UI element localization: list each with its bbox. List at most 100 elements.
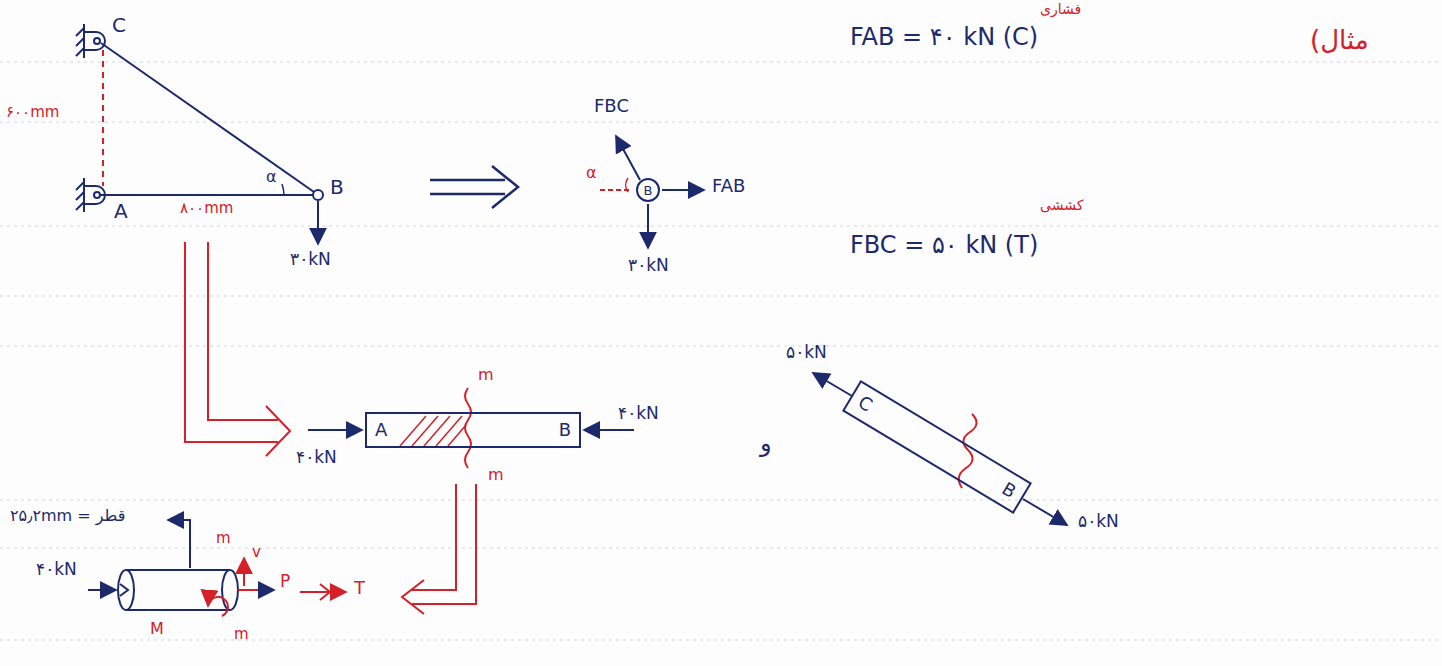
line-stroke <box>100 194 313 196</box>
note: (مثال <box>1310 26 1369 55</box>
line-stroke <box>243 558 245 586</box>
section-label: m <box>478 366 494 384</box>
line-stroke <box>0 500 1442 501</box>
path-stroke <box>208 597 228 616</box>
line-stroke <box>0 640 1442 641</box>
line-stroke <box>424 416 450 446</box>
internal-forces <box>208 558 346 616</box>
line-stroke <box>76 202 84 210</box>
force-label: ۵۰kN <box>786 343 827 362</box>
load-label: ۳۰kN <box>290 250 331 269</box>
ellipse-stroke <box>222 570 238 610</box>
conjunction: و <box>760 430 772 456</box>
path-stroke <box>412 484 476 604</box>
force-label: ۴۰kN <box>36 560 77 579</box>
force-label: ۵۰kN <box>1078 512 1119 531</box>
path-stroke <box>84 32 105 50</box>
line-stroke <box>430 193 505 196</box>
note: فشاری <box>1040 2 1081 17</box>
line-stroke <box>0 346 1442 347</box>
force-label: FBC <box>594 96 629 116</box>
line-stroke <box>76 182 84 190</box>
result: FBC = ۵۰ kN (T) <box>850 232 1038 258</box>
angle-arc <box>626 178 628 192</box>
joint-circle: B <box>636 178 660 202</box>
node-text: B <box>644 184 653 197</box>
line-stroke <box>88 589 116 591</box>
force-label: ۴۰kN <box>296 448 337 467</box>
path-stroke <box>120 584 128 596</box>
line-stroke <box>238 589 274 591</box>
force-label: FAB <box>712 176 745 196</box>
line-stroke <box>76 28 84 36</box>
angle-label: α <box>586 164 597 182</box>
line-stroke <box>1023 499 1067 525</box>
line-stroke <box>584 429 634 431</box>
path-stroke <box>402 580 424 614</box>
line-stroke <box>0 122 1442 123</box>
circle-stroke <box>94 38 100 44</box>
line-stroke <box>0 548 1442 549</box>
angle-label: α <box>266 168 277 186</box>
node-text: A <box>375 421 387 439</box>
node-text: C <box>855 393 875 415</box>
force-label: v <box>252 544 261 561</box>
line-stroke <box>308 429 362 431</box>
line-stroke <box>647 204 649 248</box>
member-bar: CB <box>842 380 1032 514</box>
line-stroke <box>126 609 230 611</box>
path-stroke <box>208 242 278 420</box>
circle-stroke <box>94 192 100 198</box>
path-stroke <box>168 520 190 568</box>
dimension: ۶۰۰mm <box>6 104 59 121</box>
pin-supports <box>76 24 105 212</box>
dimension: ۸۰۰mm <box>180 200 233 217</box>
guide-arrow <box>185 242 290 456</box>
free-body-diagram <box>616 136 704 248</box>
path-stroke <box>185 242 278 442</box>
truss-members <box>100 43 323 244</box>
line-stroke <box>76 48 84 56</box>
line-stroke <box>616 136 640 180</box>
line-stroke <box>0 62 1442 63</box>
torque-label: T <box>354 578 365 598</box>
line-stroke <box>300 591 346 593</box>
line-stroke <box>448 425 466 446</box>
node-text: B <box>559 421 571 439</box>
line-stroke <box>0 226 1442 227</box>
line-stroke <box>101 43 314 192</box>
path-stroke <box>412 484 456 590</box>
guide-arrow <box>402 484 476 614</box>
load-label: ۳۰kN <box>628 256 669 275</box>
dimension: ۲۵٫۲mm = قطر <box>10 507 125 525</box>
line-stroke <box>412 416 438 446</box>
path-stroke <box>320 584 330 600</box>
member-bar: AB <box>365 412 581 448</box>
line-stroke <box>317 201 319 244</box>
ellipse-stroke <box>118 570 134 610</box>
node-text: B <box>999 479 1019 501</box>
circle-stroke <box>313 190 323 200</box>
force-label: P <box>280 572 290 591</box>
line-stroke <box>126 569 230 571</box>
line-stroke <box>76 192 84 200</box>
moment-label: M <box>150 620 164 638</box>
point-label: B <box>330 176 344 198</box>
line-stroke <box>76 38 84 46</box>
section-label: m <box>488 466 504 484</box>
line-stroke <box>0 296 1442 297</box>
axial-forces <box>308 373 1067 525</box>
force-label: ۴۰kN <box>618 404 659 423</box>
line-stroke <box>436 416 462 446</box>
point-label: C <box>112 14 126 36</box>
section-cut <box>465 388 471 468</box>
point-label: A <box>114 200 128 222</box>
dimension-line <box>102 50 104 186</box>
line-stroke <box>400 416 426 446</box>
line-stroke <box>662 189 704 191</box>
line-stroke <box>430 179 505 182</box>
ruled-lines <box>0 62 1442 640</box>
section-cut <box>959 414 977 488</box>
